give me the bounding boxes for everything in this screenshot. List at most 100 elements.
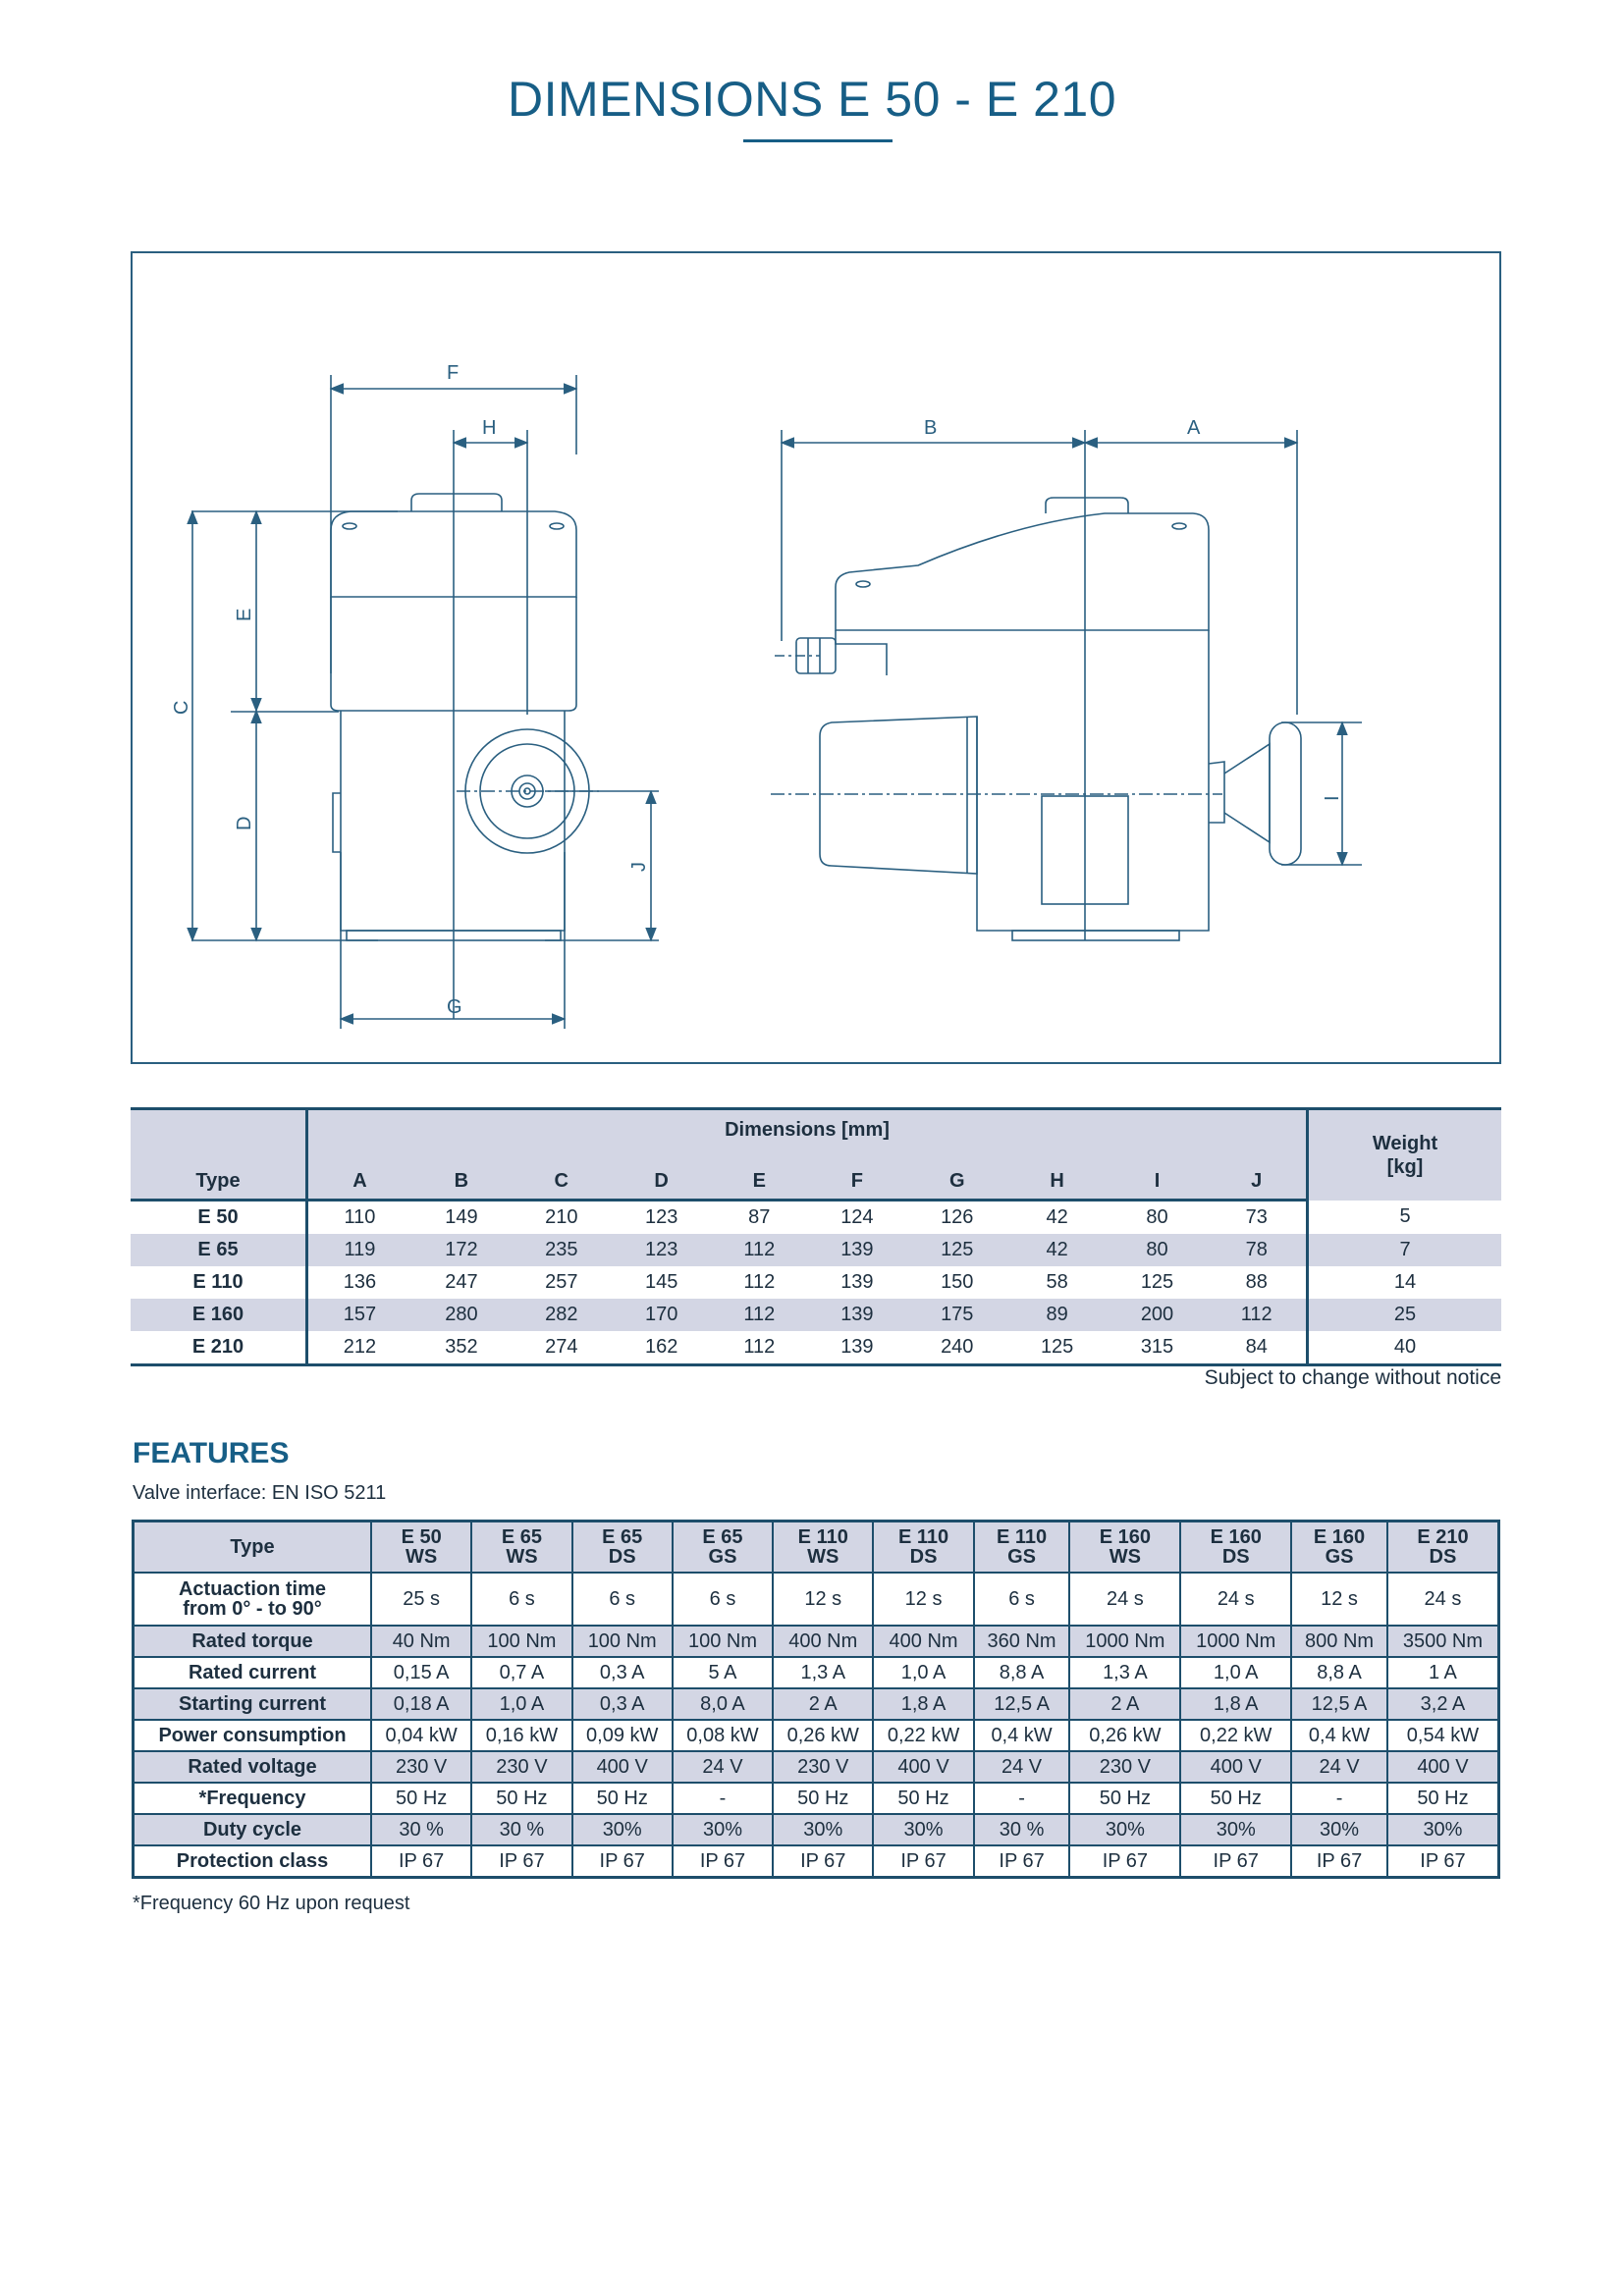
feature-cell: 8,8 A [972,1656,1071,1689]
feature-cell: 50 Hz [570,1782,674,1815]
feature-label: *Frequency [132,1782,372,1815]
feature-cell: 1000 Nm [1068,1625,1182,1658]
dimension-cell: 200 [1107,1299,1208,1331]
dimension-column-header: F [806,1149,907,1201]
change-notice: Subject to change without notice [1204,1366,1501,1389]
feature-cell: 30 % [369,1813,473,1846]
feature-cell: 100 Nm [671,1625,775,1658]
type-cell: E 110 [131,1266,308,1299]
feature-cell: 30% [772,1813,875,1846]
dimension-column-header: G [906,1149,1007,1201]
feature-cell: 50 Hz [1179,1782,1293,1815]
model-name: E 65 [702,1526,743,1548]
feature-cell: 24 V [1290,1750,1388,1784]
model-name: E 110 [897,1526,949,1548]
dimension-cell: 352 [410,1331,512,1366]
weight-cell: 5 [1306,1200,1501,1234]
feature-label: Rated current [132,1656,372,1689]
model-name: E 65 [501,1526,542,1548]
feature-cell: 0,15 A [369,1656,473,1689]
dimension-cell: 175 [906,1299,1007,1331]
feature-cell: IP 67 [369,1844,473,1879]
actuation-cell: 6 s [470,1572,573,1627]
type-cell: E 50 [131,1200,308,1234]
feature-cell: 12,5 A [972,1687,1071,1721]
dimension-column-header: C [511,1149,612,1201]
actuation-cell: 12 s [1290,1572,1388,1627]
actuation-cell: 6 s [570,1572,674,1627]
dimension-cell: 145 [644,1271,678,1293]
model-variant: WS [1109,1546,1141,1568]
feature-cell: IP 67 [470,1844,573,1879]
dimension-column-header: B [410,1149,512,1201]
feature-cell: 50 Hz [1068,1782,1182,1815]
technical-drawing: F H B A C E D J G I [131,251,1501,1064]
model-name: E 210 [1417,1526,1469,1548]
feature-cell: 1,0 A [1179,1656,1293,1689]
feature-cell: 30% [1290,1813,1388,1846]
feature-label: Power consumption [132,1719,372,1752]
model-name: E 110 [996,1526,1048,1548]
dimension-cell: 110 [344,1206,376,1228]
dim-label-b: B [924,417,937,439]
feature-cell: 50 Hz [872,1782,975,1815]
feature-cell: 30% [872,1813,975,1846]
feature-cell: 0,09 kW [570,1719,674,1752]
model-variant: DS [1429,1546,1457,1568]
feature-cell: IP 67 [1290,1844,1388,1879]
feature-cell: 30% [570,1813,674,1846]
dimension-cell: 157 [306,1299,411,1331]
feature-cell: 50 Hz [1385,1782,1500,1815]
dimension-cell: 73 [1245,1206,1268,1228]
dimension-cell: 112 [711,1234,807,1266]
feature-cell: 24 V [671,1750,775,1784]
dimension-cell: 139 [840,1271,874,1293]
dimension-cell: 149 [445,1206,478,1228]
dimension-cell: 88 [1245,1271,1268,1293]
feature-cell: 0,22 kW [872,1719,975,1752]
feature-cell: 30% [1179,1813,1293,1846]
feature-cell: 2 A [772,1687,875,1721]
model-name: E 160 [1099,1526,1151,1548]
feature-cell: 0,26 kW [1068,1719,1182,1752]
model-name: E 160 [1313,1526,1366,1548]
dim-label-e: E [234,609,255,621]
feature-cell: 30% [671,1813,775,1846]
feature-cell: 0,4 kW [972,1719,1071,1752]
actuation-cell: 12 s [772,1572,875,1627]
feature-cell: IP 67 [872,1844,975,1879]
feature-cell: 0,18 A [369,1687,473,1721]
dimension-cell: 126 [941,1206,974,1228]
model-variant: WS [506,1546,538,1568]
dimension-cell: 274 [511,1331,612,1366]
side-view [771,430,1362,941]
feature-label: Rated torque [132,1625,372,1658]
dim-label-f: F [447,362,459,384]
feature-cell: 230 V [470,1750,573,1784]
feature-cell: 100 Nm [470,1625,573,1658]
dimension-column-header: I [1107,1149,1208,1201]
model-variant: GS [708,1546,737,1568]
feature-cell: 230 V [772,1750,875,1784]
dim-label-g: G [447,996,462,1018]
feature-cell: 400 V [1179,1750,1293,1784]
feature-cell: - [671,1782,775,1815]
feature-cell: 400 V [570,1750,674,1784]
feature-cell: 24 V [972,1750,1071,1784]
feature-label: Starting current [132,1687,372,1721]
feature-cell: - [1290,1782,1388,1815]
actuation-cell: 24 s [1068,1572,1182,1627]
dimension-cell: 315 [1107,1331,1208,1366]
feature-cell: 100 Nm [570,1625,674,1658]
